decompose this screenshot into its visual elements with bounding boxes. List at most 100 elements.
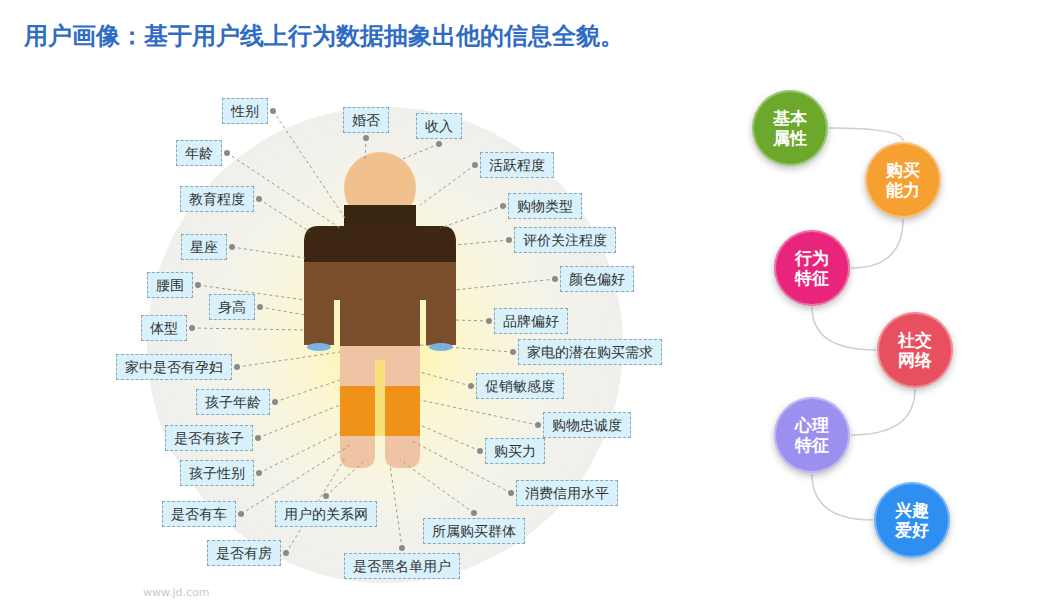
attribute-tag: 年龄: [176, 140, 222, 166]
leader-line: [365, 138, 366, 160]
leader-dot: [510, 349, 516, 355]
category-label: 基本 属性: [770, 108, 809, 149]
tag-label: 教育程度: [189, 191, 245, 207]
shoulders: [304, 226, 456, 262]
tag-label: 孩子年龄: [205, 394, 261, 410]
torso-arms: [304, 262, 456, 345]
attribute-tag: 消费信用水平: [516, 480, 618, 506]
tag-label: 颜色偏好: [569, 271, 625, 287]
leader-dot: [477, 448, 483, 454]
tag-label: 消费信用水平: [525, 485, 609, 501]
leader-dot: [256, 196, 262, 202]
leader-dot: [500, 203, 506, 209]
leader-dot: [468, 383, 474, 389]
leader-line: [275, 380, 340, 402]
leader-line: [400, 144, 439, 160]
leader-line: [455, 240, 509, 245]
leader-line: [455, 320, 489, 321]
attribute-tag: 活跃程度: [480, 152, 554, 178]
attribute-tag: 所属购买群体: [423, 518, 525, 544]
attribute-tag: 用户的关系网: [275, 501, 377, 527]
attribute-tag: 教育程度: [180, 186, 254, 212]
leader-dot: [508, 490, 514, 496]
leader-line: [455, 279, 555, 290]
attribute-tag: 性别: [222, 98, 268, 124]
tag-label: 身高: [218, 299, 246, 315]
attribute-tag: 体型: [141, 315, 187, 341]
leader-line: [260, 307, 305, 315]
tag-label: 性别: [231, 103, 259, 119]
leader-line: [258, 405, 340, 438]
tag-label: 购买力: [494, 443, 536, 459]
tag-label: 购物忠诚度: [552, 417, 622, 433]
leader-dot: [436, 141, 442, 147]
curve-connector: [829, 128, 903, 141]
page-title: 用户画像：基于用户线上行为数据抽象出他的信息全貌。: [24, 20, 624, 52]
leg-gap: [375, 360, 385, 436]
right-leg: [385, 436, 420, 468]
category-circle: 基本 属性: [752, 90, 828, 166]
tag-label: 年龄: [185, 145, 213, 161]
leader-dot: [535, 422, 541, 428]
leader-dot: [472, 162, 478, 168]
leader-dot: [189, 325, 195, 331]
left-hand: [307, 343, 331, 351]
curve-connector: [851, 389, 915, 435]
curve-connector: [812, 307, 876, 350]
attribute-tag: 是否有车: [162, 501, 236, 527]
attribute-tag: 购物忠诚度: [543, 412, 631, 438]
attribute-tag: 是否有孩子: [165, 425, 253, 451]
tag-label: 促销敏感度: [485, 378, 555, 394]
torso: [340, 300, 420, 346]
attribute-tag: 是否有房: [207, 540, 281, 566]
leader-dot: [234, 364, 240, 370]
leader-dot: [283, 550, 289, 556]
tag-label: 品牌偏好: [503, 313, 559, 329]
leader-dot: [255, 435, 261, 441]
leader-line: [232, 247, 305, 258]
leader-line: [400, 460, 474, 513]
tag-label: 购物类型: [517, 198, 573, 214]
leader-dot: [399, 545, 405, 551]
leader-line: [237, 352, 340, 367]
leader-dot: [486, 318, 492, 324]
leader-dot: [257, 304, 263, 310]
leader-dot: [195, 282, 201, 288]
leader-line: [440, 206, 503, 228]
leader-line: [192, 328, 305, 330]
attribute-tag: 购买力: [485, 438, 545, 464]
tag-label: 腰围: [156, 277, 184, 293]
attribute-tag: 腰围: [147, 272, 193, 298]
leader-line: [259, 430, 345, 473]
tag-label: 是否有车: [171, 506, 227, 522]
leader-line: [259, 199, 310, 232]
leader-dot: [270, 108, 276, 114]
leader-dot: [506, 237, 512, 243]
left-leg: [340, 436, 375, 468]
leader-dot: [256, 470, 262, 476]
attribute-tag: 购物类型: [508, 193, 582, 219]
leader-line: [420, 372, 471, 386]
leader-dot: [363, 135, 369, 141]
leader-dot: [552, 276, 558, 282]
tag-label: 活跃程度: [489, 157, 545, 173]
tag-label: 家中是否有孕妇: [125, 359, 223, 375]
leader-dot: [471, 510, 477, 516]
attribute-tag: 家电的潜在购买需求: [518, 339, 662, 365]
tag-label: 婚否: [352, 112, 380, 128]
tag-label: 体型: [150, 320, 178, 336]
leader-line: [390, 465, 402, 548]
attribute-tag: 孩子性别: [180, 460, 254, 486]
leader-dot: [323, 493, 329, 499]
attribute-tag: 孩子年龄: [196, 389, 270, 415]
leader-dot: [229, 244, 235, 250]
leader-line: [420, 425, 480, 451]
curve-connector: [851, 219, 903, 268]
category-circle: 行为 特征: [774, 230, 850, 306]
tag-label: 是否有房: [216, 545, 272, 561]
attribute-tag: 促销敏感度: [476, 373, 564, 399]
leader-line: [420, 345, 513, 352]
category-label: 行为 特征: [792, 248, 831, 289]
leader-dot: [238, 511, 244, 517]
attribute-tag: 收入: [416, 113, 462, 139]
